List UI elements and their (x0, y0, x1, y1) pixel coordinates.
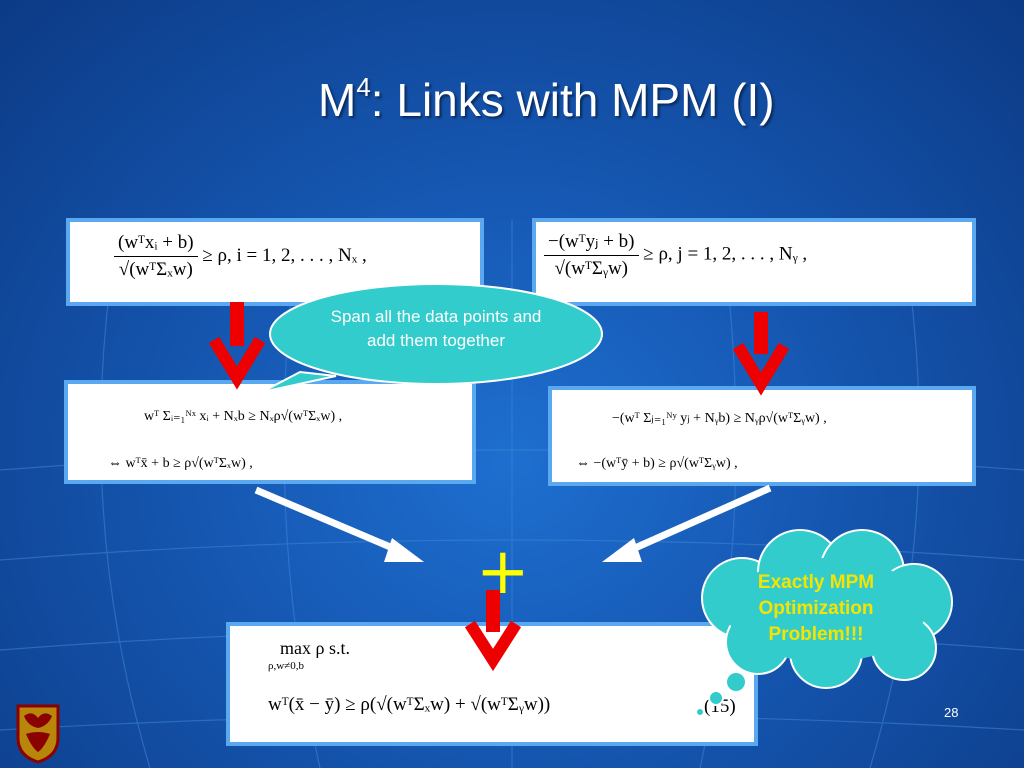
y-constraint-equation: −(wᵀyⱼ + b) √(wᵀΣᵧw) ≥ ρ, j = 1, 2, . . … (544, 230, 807, 280)
white-arrow-right (602, 484, 772, 562)
optimization-subscript: ρ,w≠0,b (268, 660, 304, 672)
mpm-thought-cloud (695, 529, 953, 717)
white-arrow-left (254, 486, 424, 562)
x-sum-box: wᵀ Σᵢ₌₁ᴺˣ xᵢ + Nₓb ≥ Nₓρ√(wᵀΣₓw) , ⇔ wᵀx… (64, 380, 476, 484)
red-arrow-bottom (464, 590, 522, 672)
y-constraint-box: −(wᵀyⱼ + b) √(wᵀΣᵧw) ≥ ρ, j = 1, 2, . . … (532, 218, 976, 306)
span-bubble-text: Span all the data points and add them to… (330, 307, 542, 350)
y-constraint-fraction: −(wᵀyⱼ + b) √(wᵀΣᵧw) (544, 230, 639, 280)
red-arrow-right (732, 312, 790, 396)
y-constraint-numerator: −(wᵀyⱼ + b) (544, 230, 639, 256)
optimization-box: max ρ s.t. ρ,w≠0,b wᵀ(x̄ − ȳ) ≥ ρ(√(wᵀΣₓ… (226, 622, 758, 746)
x-constraint-fraction: (wᵀxᵢ + b) √(wᵀΣₓw) (114, 232, 198, 281)
x-constraint-rhs: ≥ ρ, i = 1, 2, . . . , Nₓ , (202, 244, 367, 266)
x-sum-line2: ⇔ wᵀx̄ + b ≥ ρ√(wᵀΣₓw) , (108, 456, 253, 471)
red-arrow-left (208, 302, 266, 390)
plus-sign: + (476, 535, 530, 609)
mpm-cloud-text: Exactly MPM Optimization Problem!!! (757, 572, 875, 645)
y-constraint-denominator: √(wᵀΣᵧw) (554, 258, 629, 279)
optimization-constraint: wᵀ(x̄ − ȳ) ≥ ρ(√(wᵀΣₓw) + √(wᵀΣᵧw)) (268, 694, 551, 715)
optimization-objective: max ρ s.t. (280, 638, 350, 658)
slide-title: M4: Links with MPM (I) (318, 72, 775, 126)
y-constraint-rhs: ≥ ρ, j = 1, 2, . . . , Nᵧ , (643, 243, 808, 265)
x-constraint-denominator: √(wᵀΣₓw) (118, 259, 193, 280)
y-sum-line1: −(wᵀ Σⱼ₌₁ᴺʸ yⱼ + Nᵧb) ≥ Nᵧρ√(wᵀΣᵧw) , (612, 411, 827, 426)
x-constraint-numerator: (wᵀxᵢ + b) (114, 232, 198, 257)
y-sum-line2: ⇔ −(wᵀȳ + b) ≥ ρ√(wᵀΣᵧw) , (576, 456, 738, 471)
x-constraint-equation: (wᵀxᵢ + b) √(wᵀΣₓw) ≥ ρ, i = 1, 2, . . .… (114, 232, 367, 281)
slide-number: 28 (944, 705, 959, 720)
x-sum-line1: wᵀ Σᵢ₌₁ᴺˣ xᵢ + Nₓb ≥ Nₓρ√(wᵀΣₓw) , (144, 409, 343, 424)
university-crest-logo (16, 704, 60, 764)
span-speech-bubble (261, 283, 603, 393)
